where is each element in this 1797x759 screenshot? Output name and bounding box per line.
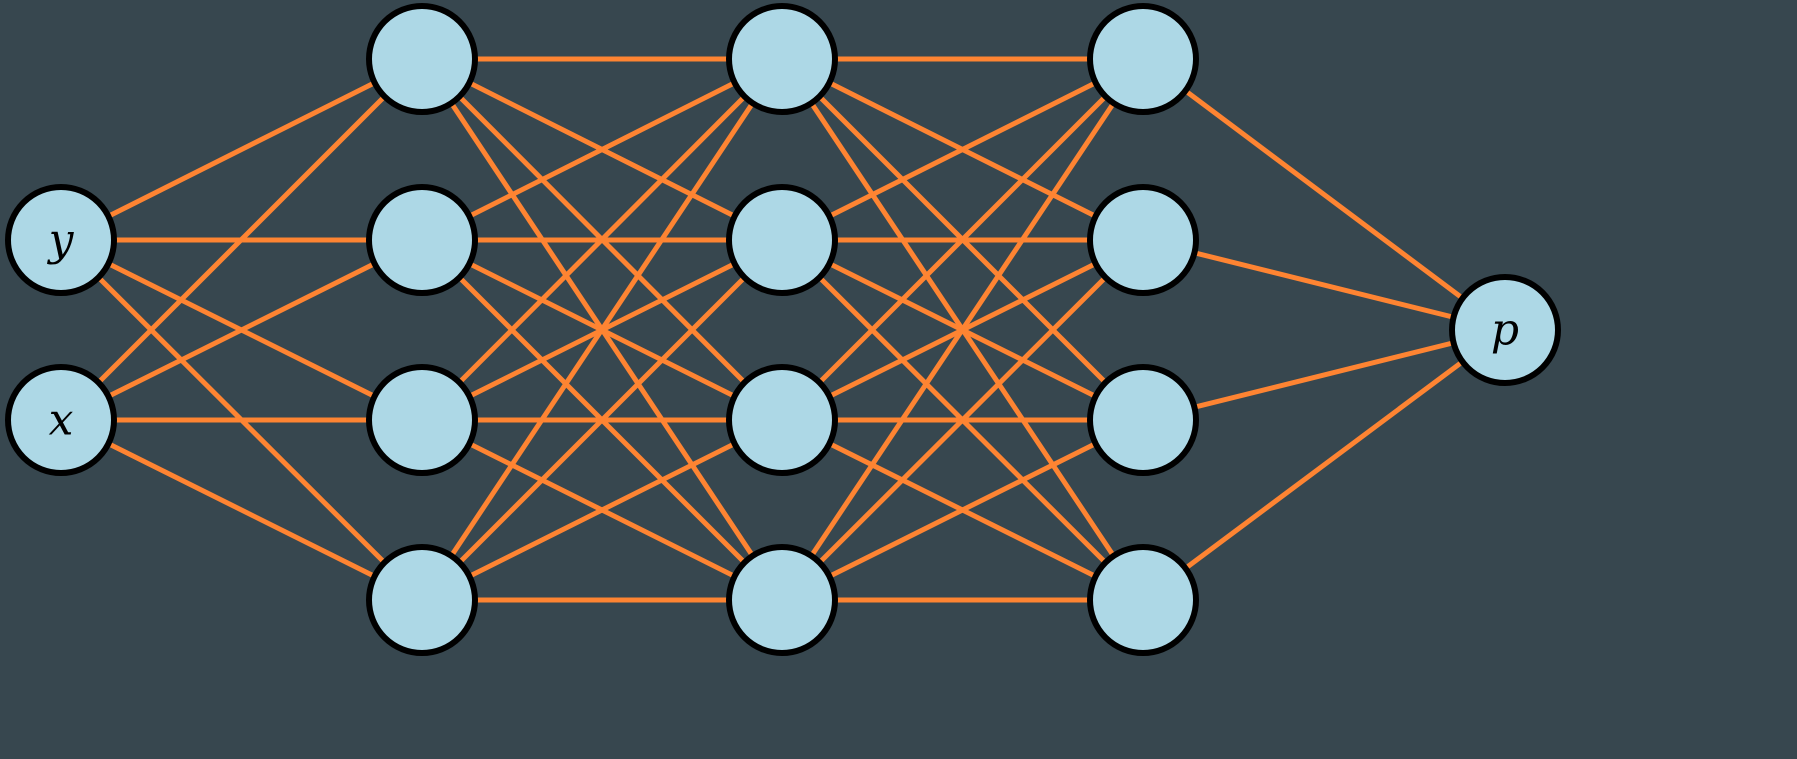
node-hidden-3-1 xyxy=(1087,184,1199,296)
edge-input-1-to-hidden-1-0 xyxy=(59,57,424,422)
node-hidden-3-2 xyxy=(1087,364,1199,476)
edge-hidden-1-2-to-hidden-2-0 xyxy=(420,57,784,422)
edge-input-0-to-hidden-1-0 xyxy=(59,56,424,243)
node-hidden-2-3 xyxy=(726,544,838,656)
node-label-y: y xyxy=(47,215,75,266)
edge-hidden-3-2-to-output-0 xyxy=(1142,327,1506,423)
node-hidden-2-0 xyxy=(726,3,838,115)
edge-input-1-to-hidden-1-3 xyxy=(59,417,424,603)
node-label-x: x xyxy=(49,395,74,446)
edge-hidden-3-3-to-output-0 xyxy=(1141,327,1507,603)
node-hidden-1-1 xyxy=(366,184,478,296)
node-hidden-3-3 xyxy=(1087,544,1199,656)
node-hidden-1-2 xyxy=(366,364,478,476)
node-output-0 xyxy=(1449,274,1561,386)
connections xyxy=(59,56,1507,603)
edge-hidden-2-3-to-hidden-3-0 xyxy=(779,57,1146,602)
edge-hidden-1-3-to-hidden-2-2 xyxy=(420,417,784,603)
node-hidden-3-0 xyxy=(1087,3,1199,115)
edge-hidden-1-3-to-hidden-2-0 xyxy=(419,57,785,602)
node-input-0 xyxy=(5,184,117,296)
edge-hidden-1-3-to-hidden-2-1 xyxy=(420,238,784,602)
node-label-p: p xyxy=(1491,305,1519,356)
node-input-1 xyxy=(5,364,117,476)
edge-input-1-to-hidden-1-1 xyxy=(59,237,424,423)
edge-hidden-2-1-to-hidden-3-0 xyxy=(780,56,1145,243)
edge-hidden-2-3-to-hidden-3-1 xyxy=(780,238,1145,602)
node-hidden-1-3 xyxy=(366,544,478,656)
node-hidden-1-0 xyxy=(366,3,478,115)
node-hidden-2-2 xyxy=(726,364,838,476)
edge-hidden-3-1-to-output-0 xyxy=(1142,237,1506,333)
edge-hidden-3-0-to-output-0 xyxy=(1141,56,1507,333)
edge-hidden-1-1-to-hidden-2-0 xyxy=(420,56,784,243)
edge-hidden-2-3-to-hidden-3-2 xyxy=(780,417,1145,603)
neurons: y x p xyxy=(5,3,1561,656)
node-hidden-2-1 xyxy=(726,184,838,296)
edge-hidden-2-2-to-hidden-3-0 xyxy=(780,57,1145,422)
